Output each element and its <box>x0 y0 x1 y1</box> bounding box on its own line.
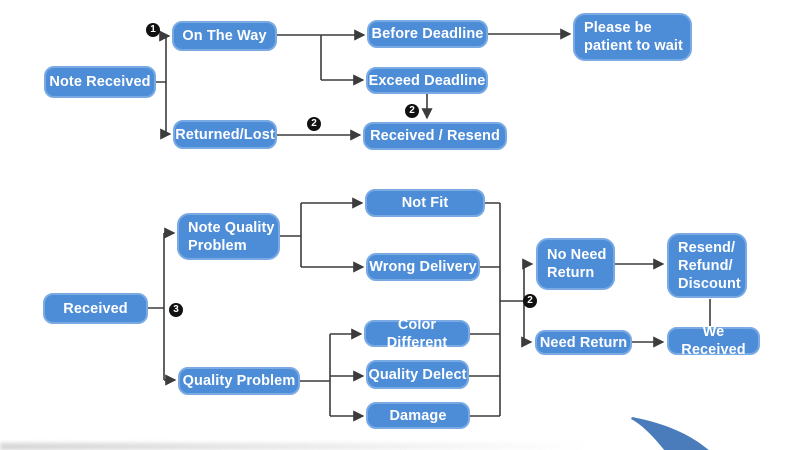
node-resend-refund-discount: Resend/ Refund/ Discount <box>667 233 747 298</box>
step-marker-3: 3 <box>169 303 183 317</box>
node-we-received: We Received <box>667 324 760 358</box>
edge-collector <box>469 202 525 417</box>
node-quality-problem: Quality Problem <box>178 367 300 395</box>
step-marker-2-returned: 2 <box>307 117 321 131</box>
edge-qualityproblem-split <box>300 334 331 416</box>
node-quality-delect: Quality Delect <box>366 360 469 389</box>
edge-notereceived-trunk <box>156 36 167 134</box>
node-note-received: Note Received <box>44 66 156 98</box>
node-received: Received <box>43 293 148 324</box>
step-marker-1: 1 <box>146 23 160 37</box>
node-on-the-way: On The Way <box>172 21 277 51</box>
step-marker-2-return: 2 <box>523 294 537 308</box>
node-note-quality-problem: Note Quality Problem <box>177 213 280 260</box>
node-no-need-return: No Need Return <box>536 238 615 290</box>
node-not-fit: Not Fit <box>365 189 485 217</box>
node-wrong-delivery: Wrong Delivery <box>366 253 480 281</box>
bottom-shadow <box>0 443 590 450</box>
swoosh-decoration <box>631 417 709 450</box>
node-received-resend: Received / Resend <box>363 122 507 150</box>
node-color-different: Color Different <box>364 317 470 351</box>
node-returned-lost: Returned/Lost <box>173 120 277 149</box>
node-before-deadline: Before Deadline <box>367 20 488 48</box>
step-marker-2-exceed: 2 <box>405 104 419 118</box>
node-exceed-deadline: Exceed Deadline <box>366 67 488 94</box>
edge-received-trunk <box>148 233 165 380</box>
node-damage: Damage <box>366 402 470 429</box>
node-please-wait: Please be patient to wait <box>573 13 692 61</box>
edge-notequality-split <box>280 203 302 267</box>
node-need-return: Need Return <box>535 330 632 355</box>
